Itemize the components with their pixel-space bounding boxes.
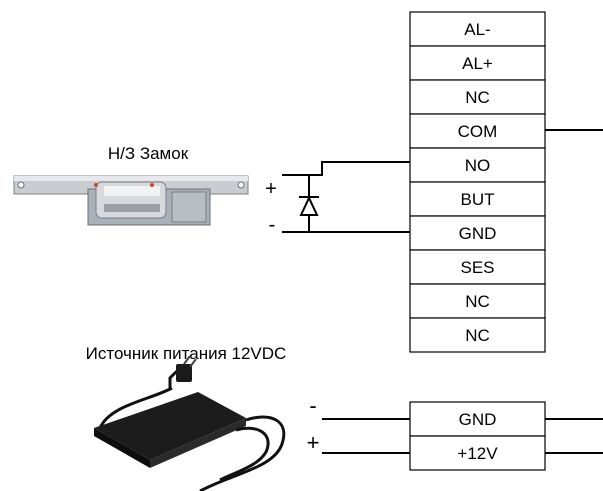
psu-minus-sign: - [309,393,316,418]
flyback-diode-symbol [299,195,319,216]
terminal-cell [409,249,546,285]
terminal-label: GND [459,224,497,243]
terminal-cell [409,11,546,47]
terminal-cell [409,317,546,353]
terminal-cell [409,435,546,471]
terminal-label: AL- [464,20,490,39]
terminal-label: NC [465,88,490,107]
terminal-label: SES [460,258,494,277]
power-supply-title: Источник питания 12VDC [86,344,287,363]
terminal-label: +12V [457,444,498,463]
psu-wiring [322,418,603,454]
terminal-label: BUT [461,190,495,209]
controller-terminal-block: AL- AL+ NC COM NO BUT GND SES NC NC [409,11,546,353]
terminal-label: AL+ [462,54,493,73]
lock-minus-sign: - [269,214,276,236]
lock-plus-sign: + [265,178,277,200]
lock-title: Н/З Замок [108,144,189,163]
psu-plus-sign: + [307,430,320,455]
electric-strike-lock-image [13,175,249,226]
power-adapter-image [94,355,286,491]
terminal-label: NO [465,156,491,175]
terminal-label: NC [465,326,490,345]
terminal-cell [409,45,546,81]
power-terminal-block: GND +12V [409,401,546,471]
terminal-label: NC [465,292,490,311]
terminal-label: COM [458,122,498,141]
terminal-cell [409,181,546,217]
terminal-label: GND [459,410,497,429]
